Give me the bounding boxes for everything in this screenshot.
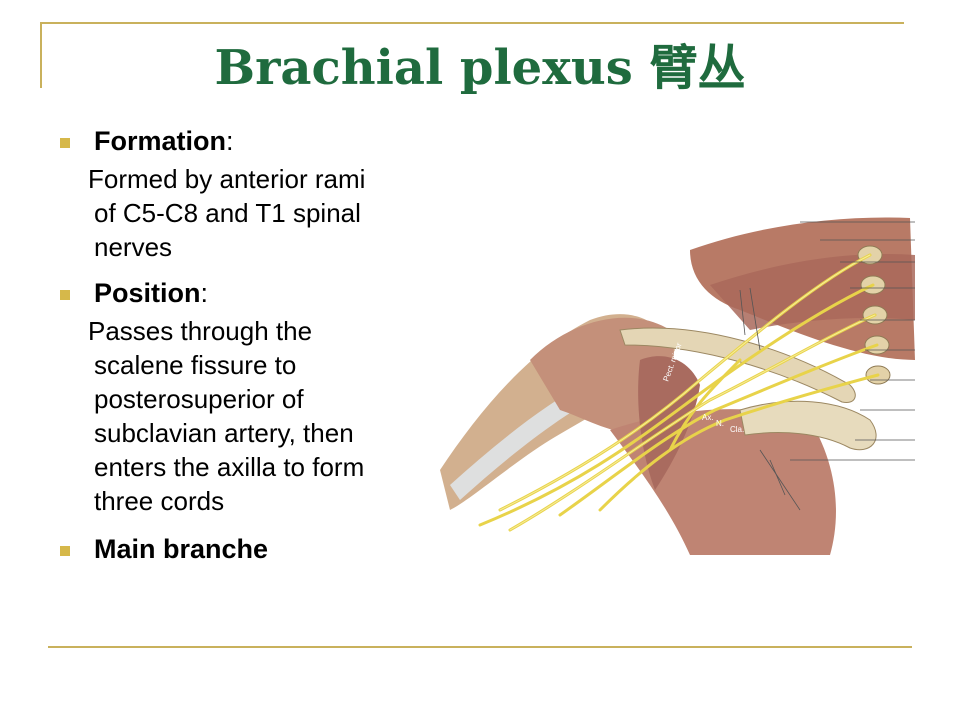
position-line: subclavian artery, then <box>94 418 354 448</box>
left-rule <box>40 22 42 88</box>
formation-colon: : <box>226 126 234 156</box>
pectoralis-minor <box>638 356 700 490</box>
bullet-formation: Formation: <box>58 124 458 158</box>
formation-line: of C5-C8 and T1 spinal <box>94 198 361 228</box>
position-line: Passes through the <box>88 316 313 346</box>
bullet-position: Position: <box>58 276 458 310</box>
leader-lines <box>739 221 915 511</box>
formation-heading: Formation <box>94 126 226 156</box>
position-line: scalene fissure to <box>94 350 297 380</box>
nerve-highlights <box>499 254 876 531</box>
figure-label: N. <box>716 419 724 428</box>
formation-line: nerves <box>94 232 173 262</box>
top-rule <box>40 22 904 24</box>
square-bullet-icon <box>60 546 70 556</box>
deltoid-muscle <box>530 317 674 433</box>
bottom-rule <box>48 646 912 648</box>
square-bullet-icon <box>60 138 70 148</box>
position-colon: : <box>200 278 209 308</box>
clavicle-bone <box>619 327 856 404</box>
slide-title: Brachial plexus 臂丛 <box>214 40 746 96</box>
position-line: posterosuperior of <box>94 384 304 414</box>
formation-text: Formed by anterior rami of C5-C8 and T1 … <box>58 162 458 264</box>
figure-label: Ax. <box>702 413 714 422</box>
position-line: three cords <box>94 486 225 516</box>
position-heading: Position <box>94 278 201 308</box>
square-bullet-icon <box>60 290 70 300</box>
formation-line: Formed by anterior rami <box>88 164 366 194</box>
brachial-plexus-illustration: Pect. minor Ax. N. Cla. <box>440 217 915 555</box>
figure-label: Cla. <box>730 425 744 434</box>
rib-bone <box>739 400 877 451</box>
position-text: Passes through the scalene fissure to po… <box>58 314 458 518</box>
main-branche-heading: Main branche <box>94 534 269 564</box>
position-line: enters the axilla to form <box>94 452 365 482</box>
bullet-main-branche: Main branche <box>58 532 458 566</box>
bullet-content: Formation: Formed by anterior rami of C5… <box>58 120 458 566</box>
